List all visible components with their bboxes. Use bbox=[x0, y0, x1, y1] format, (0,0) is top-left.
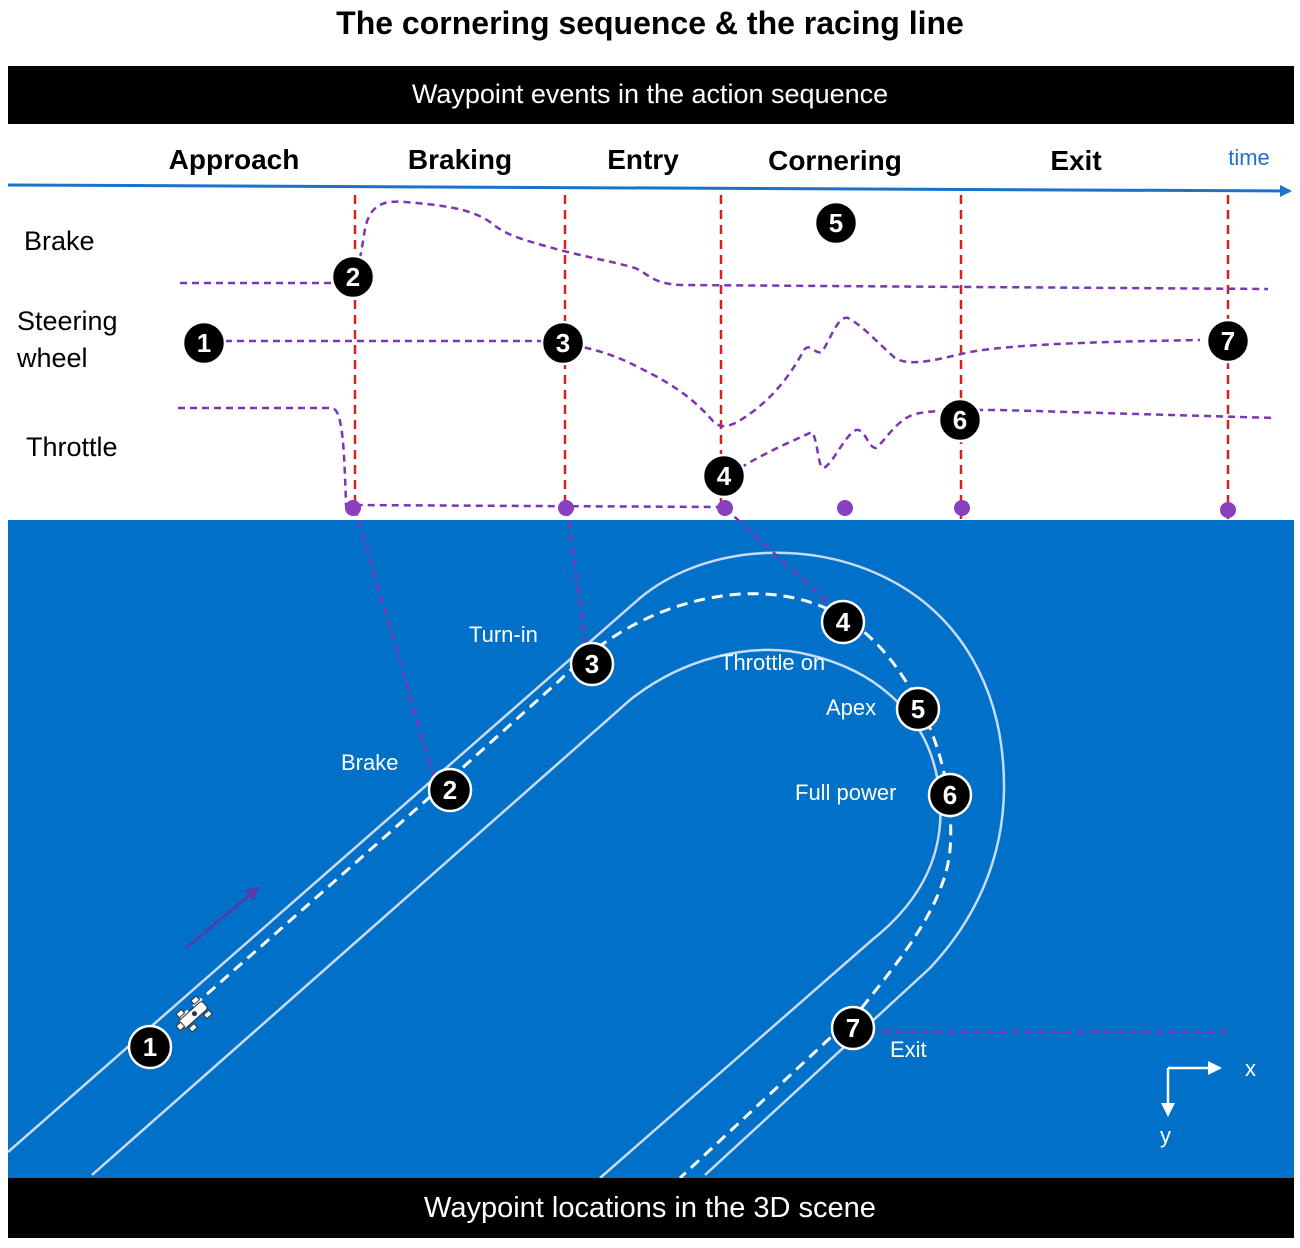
track-label-exit: Exit bbox=[890, 1037, 927, 1062]
waypoint-number: 7 bbox=[846, 1013, 860, 1043]
track-scene-bg bbox=[8, 520, 1294, 1178]
waypoint-badge-1-track: 1 bbox=[127, 1024, 173, 1070]
waypoint-number: 6 bbox=[953, 405, 967, 435]
signal-label-brake: Brake bbox=[24, 226, 95, 256]
track-boundaries bbox=[7, 551, 1006, 1179]
waypoint-number: 1 bbox=[143, 1032, 157, 1062]
signal-label-throttle: Throttle bbox=[26, 432, 118, 462]
phase-exit: Exit bbox=[1050, 145, 1101, 176]
racing-line bbox=[179, 592, 953, 1180]
phase-entry: Entry bbox=[607, 144, 679, 175]
waypoint-badge-4-track: 4 bbox=[820, 599, 866, 645]
x-axis-label: x bbox=[1245, 1056, 1256, 1081]
track-label-throttle-on: Throttle on bbox=[720, 650, 825, 675]
waypoint-badge-3-track: 3 bbox=[569, 641, 615, 687]
timeline-dot-6 bbox=[954, 500, 970, 516]
timeline-dots bbox=[345, 500, 1236, 518]
timeline-dot-4 bbox=[717, 500, 733, 516]
track-labels: Brake Turn-in Throttle on Apex Full powe… bbox=[341, 622, 927, 1062]
time-axis-arrow bbox=[7, 183, 1292, 197]
timeline-dot-3 bbox=[558, 500, 574, 516]
waypoint-badge-3-timeline: 3 bbox=[540, 320, 586, 366]
waypoint-badge-6-timeline: 6 bbox=[937, 397, 983, 443]
waypoint-badge-5-timeline: 5 bbox=[813, 200, 859, 246]
top-banner-text: Waypoint events in the action sequence bbox=[412, 79, 888, 109]
phase-approach: Approach bbox=[169, 144, 300, 175]
waypoint-badge-1-timeline: 1 bbox=[181, 320, 227, 366]
connector-2 bbox=[353, 507, 436, 779]
waypoint-number: 2 bbox=[346, 262, 360, 292]
connector-3 bbox=[565, 507, 588, 649]
waypoint-badge-4-timeline: 4 bbox=[701, 453, 747, 499]
phase-braking: Braking bbox=[408, 144, 512, 175]
diagram-title: The cornering sequence & the racing line bbox=[336, 5, 964, 41]
track-inner-edge bbox=[91, 648, 942, 1179]
brake-trace bbox=[180, 200, 1269, 291]
waypoint-badge-5-track: 5 bbox=[895, 686, 941, 732]
axis-indicator: x y bbox=[1160, 1056, 1256, 1148]
throttle-trace bbox=[178, 406, 1276, 509]
race-car-icon bbox=[175, 995, 213, 1033]
signal-label-steering-2: wheel bbox=[16, 343, 88, 373]
direction-arrow bbox=[185, 886, 260, 949]
waypoint-number: 4 bbox=[717, 461, 732, 491]
top-banner bbox=[8, 66, 1294, 124]
waypoint-number: 3 bbox=[585, 649, 599, 679]
timeline-dot-5 bbox=[837, 500, 853, 516]
track-outer-edge bbox=[7, 551, 1006, 1176]
track-label-brake: Brake bbox=[341, 750, 398, 775]
steering-trace bbox=[225, 316, 1201, 428]
connector-4 bbox=[724, 507, 835, 609]
track-label-full-power: Full power bbox=[795, 780, 896, 805]
bottom-banner-text: Waypoint locations in the 3D scene bbox=[424, 1192, 876, 1224]
waypoint-number: 5 bbox=[829, 208, 843, 238]
signal-label-steering: Steering bbox=[17, 306, 118, 336]
waypoint-number: 3 bbox=[556, 328, 570, 358]
signal-traces bbox=[178, 200, 1276, 509]
track-label-apex: Apex bbox=[826, 695, 876, 720]
waypoint-badge-7-timeline: 7 bbox=[1205, 318, 1251, 364]
waypoint-number: 2 bbox=[443, 775, 457, 805]
bottom-banner bbox=[8, 1178, 1294, 1238]
timeline-dot-2 bbox=[345, 500, 361, 516]
waypoint-number: 1 bbox=[197, 328, 211, 358]
track-label-turn-in: Turn-in bbox=[469, 622, 538, 647]
phase-cornering: Cornering bbox=[768, 145, 902, 176]
waypoint-number: 4 bbox=[836, 607, 851, 637]
waypoint-badge-7-track: 7 bbox=[830, 1005, 876, 1051]
timeline-dot-7 bbox=[1220, 502, 1236, 518]
waypoint-number: 7 bbox=[1221, 326, 1235, 356]
waypoint-number: 6 bbox=[943, 780, 957, 810]
waypoint-badge-2-track: 2 bbox=[427, 767, 473, 813]
waypoint-number: 5 bbox=[911, 694, 925, 724]
time-label: time bbox=[1228, 145, 1270, 170]
waypoint-badge-2-timeline: 2 bbox=[330, 254, 376, 300]
waypoint-badge-6-track: 6 bbox=[927, 772, 973, 818]
connector-lines bbox=[353, 507, 1228, 1034]
y-axis-label: y bbox=[1160, 1123, 1171, 1148]
